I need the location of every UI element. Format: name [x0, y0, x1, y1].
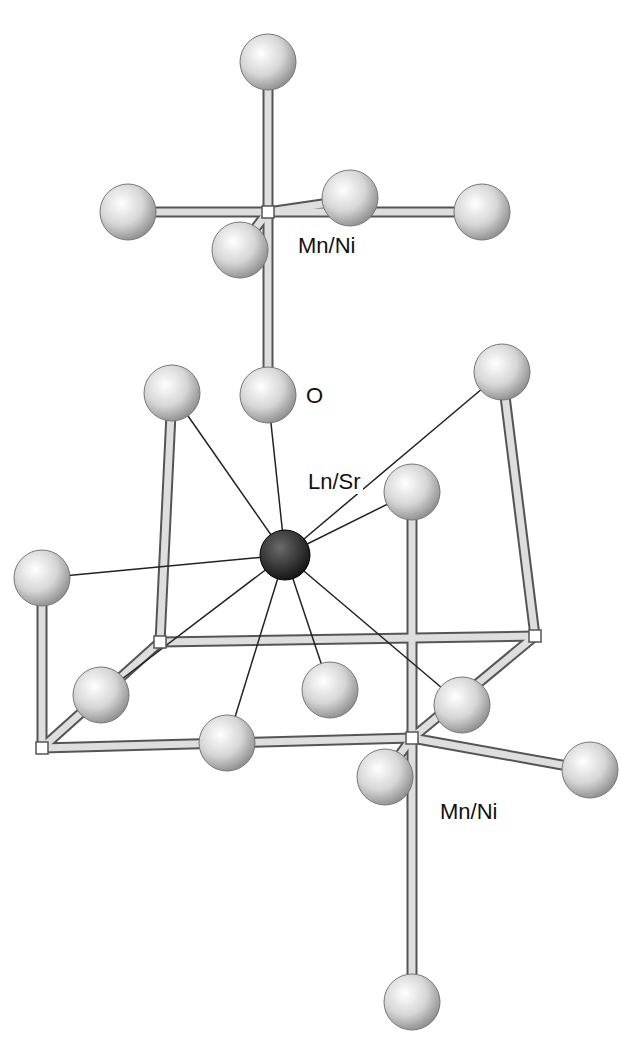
site-label: Mn/Ni: [296, 234, 357, 258]
site-label: Ln/Sr: [306, 470, 363, 494]
bond-outline: [42, 62, 590, 1000]
oxygen-atom: [14, 34, 618, 1030]
metal-site: [36, 206, 541, 754]
coordination-line: [42, 372, 502, 743]
ln-sr-atom: [260, 530, 310, 580]
atom-label: O: [304, 384, 325, 408]
bond-fill: [42, 62, 590, 1000]
site-label: Mn/Ni: [438, 800, 499, 824]
